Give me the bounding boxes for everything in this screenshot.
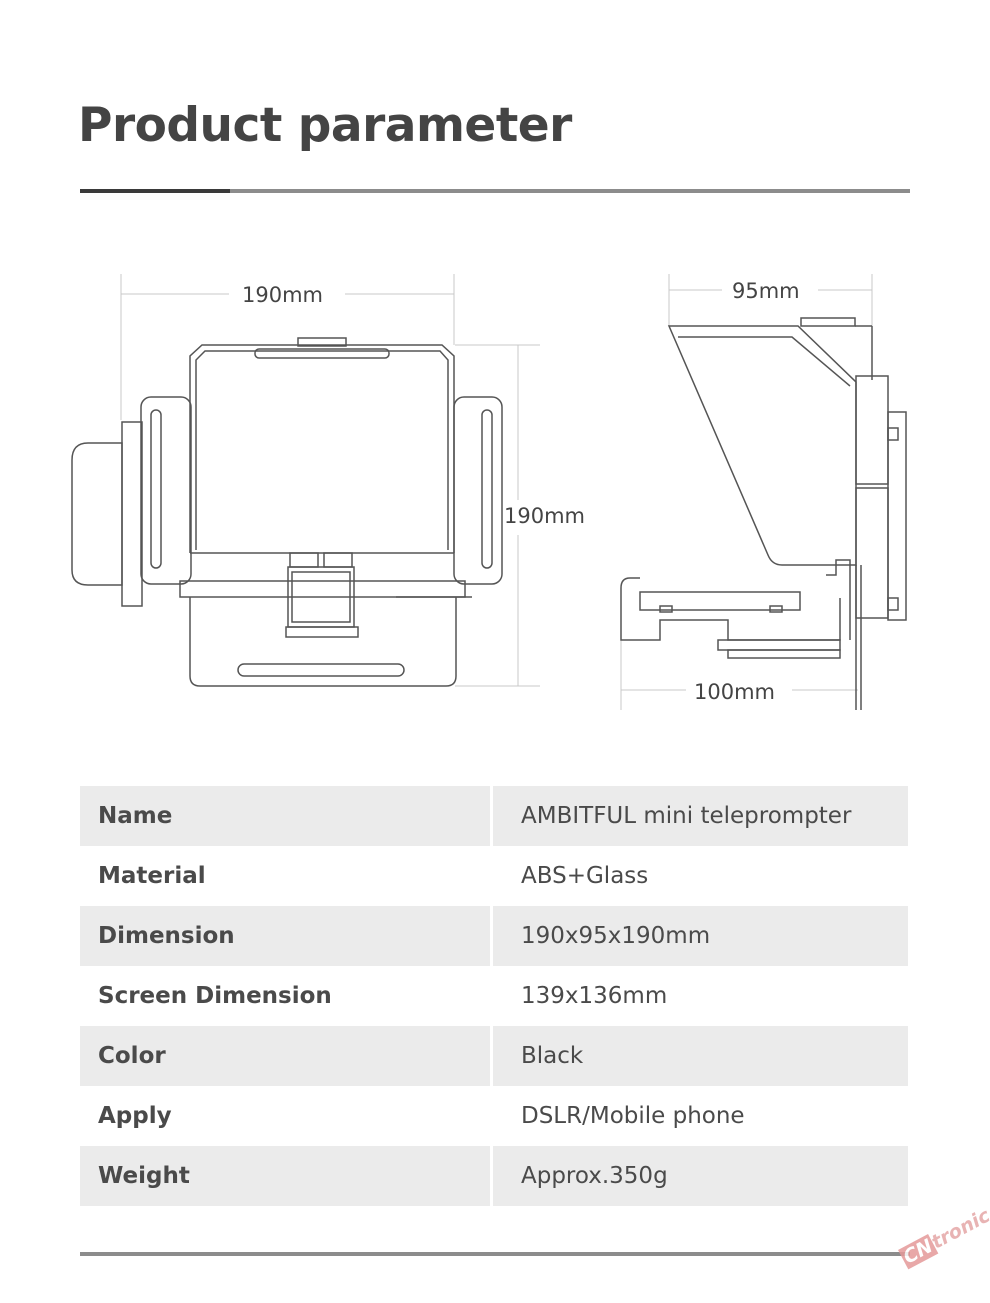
spec-label: Screen Dimension [80,966,493,1026]
spec-value: Black [493,1026,908,1086]
spec-label: Weight [80,1146,493,1206]
table-row: Weight Approx.350g [80,1146,908,1206]
table-row: Apply DSLR/Mobile phone [80,1086,908,1146]
spec-table: Name AMBITFUL mini teleprompter Material… [80,786,908,1206]
front-view [71,274,540,687]
spec-value: DSLR/Mobile phone [521,1103,745,1129]
table-row: Screen Dimension 139x136mm [80,966,908,1026]
side-depth-label: 95mm [732,279,800,303]
spec-value: AMBITFUL mini teleprompter [493,786,908,846]
title-divider-accent [80,189,230,193]
spec-value: 190x95x190mm [493,906,908,966]
spec-label: Name [80,786,493,846]
spec-value: ABS+Glass [521,863,649,889]
title-divider [80,189,910,193]
front-height-label: 190mm [504,504,585,528]
front-width-label: 190mm [242,283,323,307]
table-row: Name AMBITFUL mini teleprompter [80,786,908,846]
watermark-text: tronic [927,1204,990,1254]
watermark-logo: CNtronic [898,1205,990,1270]
spec-label: Dimension [80,906,493,966]
table-row: Color Black [80,1026,908,1086]
page-title: Product parameter [78,98,572,153]
bottom-divider [80,1252,910,1256]
spec-label: Material [80,846,493,906]
spec-label: Color [80,1026,493,1086]
side-base-label: 100mm [694,680,775,704]
table-row: Material ABS+Glass [80,846,908,906]
spec-value: Approx.350g [493,1146,908,1206]
dimension-drawing: 190mm 190mm 95mm [71,274,907,710]
spec-label: Apply [80,1086,493,1146]
spec-value: 139x136mm [521,983,668,1009]
table-row: Dimension 190x95x190mm [80,906,908,966]
side-view [620,274,907,710]
